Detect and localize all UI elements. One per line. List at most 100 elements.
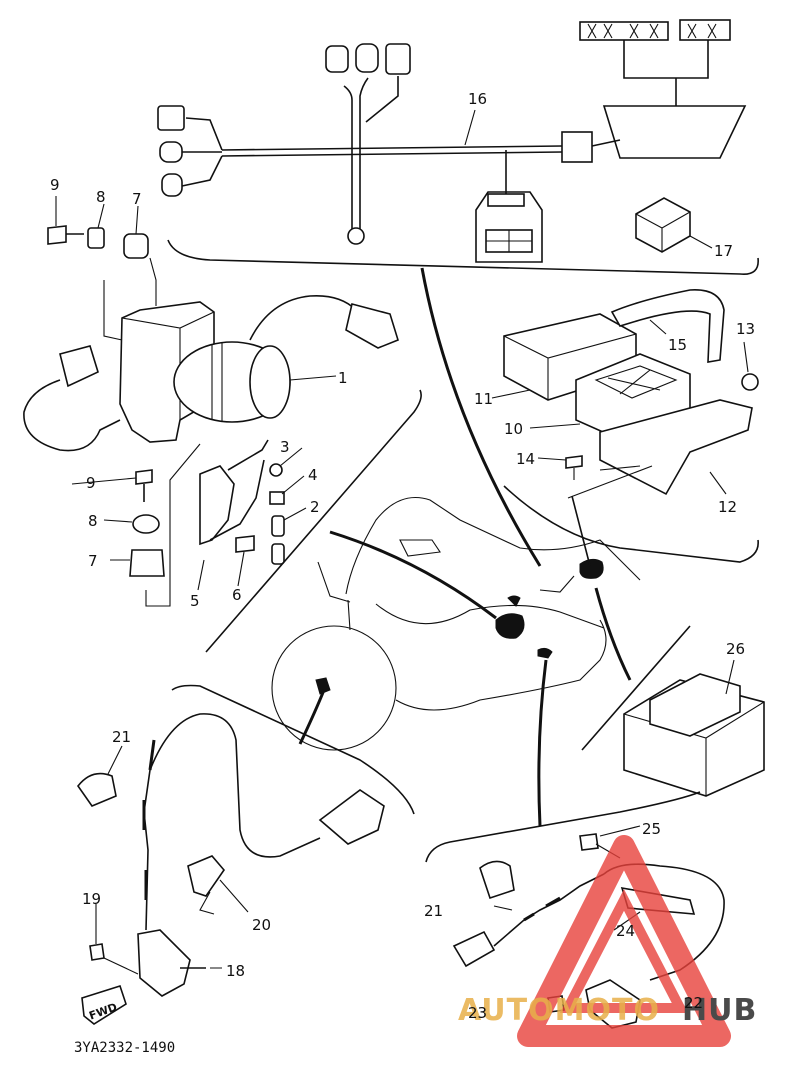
bolt-part-6	[235, 535, 255, 553]
connector-left-2	[159, 141, 183, 163]
sensor-location-front	[315, 677, 331, 695]
arrow-to-hydraulic	[329, 530, 497, 620]
front-wheel	[271, 625, 397, 751]
control-unit-location	[579, 558, 604, 579]
holder-part-20	[187, 855, 226, 897]
callout-22: 22	[684, 994, 703, 1012]
watermark-logo	[517, 835, 731, 1047]
callout-3: 3	[280, 438, 290, 456]
top-connector-b	[679, 19, 731, 41]
callout-26: 26	[726, 640, 745, 658]
callout-24: 24	[616, 922, 635, 940]
callout-13: 13	[736, 320, 755, 338]
rear-sensor-connector	[452, 930, 496, 968]
washer-part-4	[269, 491, 285, 505]
clamp-part-21-rear	[479, 860, 515, 900]
rear-section-border	[425, 791, 701, 863]
front-sensor-part-18	[137, 929, 191, 997]
hydraulic-unit-group	[23, 196, 422, 653]
relay-part-17	[635, 197, 691, 253]
bracket-part-12	[599, 399, 753, 496]
callout-10: 10	[504, 420, 523, 438]
callout-17: 17	[714, 242, 733, 260]
collar-part-8-lower	[132, 514, 160, 534]
front-section-border	[171, 684, 415, 815]
harness-panel-border	[167, 239, 759, 275]
unit-connector-right	[345, 303, 399, 349]
harness-sleeve	[602, 105, 747, 159]
callout-9-lower: 9	[86, 474, 96, 492]
connector-top-3	[385, 43, 411, 75]
connector-top-1	[325, 45, 349, 73]
bolt-part-25	[579, 833, 599, 851]
bolt-part-9-top	[47, 225, 67, 245]
callout-25: 25	[642, 820, 661, 838]
left-section-border	[205, 389, 422, 653]
callout-11: 11	[474, 390, 493, 408]
arrow-from-relay	[594, 587, 632, 681]
spacer-part-2-a	[271, 515, 285, 537]
spacer-part-2-b	[271, 543, 285, 565]
grommet-part-7-top	[123, 233, 149, 259]
harness-junction	[561, 131, 593, 163]
bracket-part-5	[199, 465, 235, 546]
arrow-to-front-sensor	[298, 689, 326, 745]
callout-2: 2	[310, 498, 320, 516]
callout-18: 18	[226, 962, 245, 980]
drawing-code: 3YA2332-1490	[74, 1040, 175, 1056]
callout-5: 5	[190, 592, 200, 610]
watermark-right-text: HUB	[682, 993, 757, 1028]
callout-1: 1	[338, 369, 348, 387]
callout-6: 6	[232, 586, 242, 604]
bolt-part-19	[89, 943, 105, 961]
callout-8-lower: 8	[88, 512, 98, 530]
callout-16: 16	[468, 90, 487, 108]
fwd-arrow	[81, 985, 127, 1025]
arrow-to-rear-sensor	[537, 659, 548, 827]
motorcycle-outline	[271, 267, 641, 827]
connector-left-3	[161, 173, 183, 197]
grommet-part-7-lower	[129, 549, 165, 577]
callout-20: 20	[252, 916, 271, 934]
callout-19: 19	[82, 890, 101, 908]
hydraulic-unit-location	[495, 613, 525, 639]
callout-15: 15	[668, 336, 687, 354]
screw-part-14	[565, 455, 583, 469]
band-part-15	[610, 289, 725, 363]
ecu-group	[491, 289, 759, 563]
callout-21-front: 21	[112, 728, 131, 746]
clamp-part-21-front	[77, 772, 117, 807]
callout-8-top: 8	[96, 188, 106, 206]
wire-harness-group	[157, 19, 759, 275]
callout-23: 23	[468, 1004, 487, 1022]
watermark-left-text: AUTOMOTO	[458, 993, 660, 1028]
sensor-location-rear	[537, 647, 553, 659]
arrow-to-ecu	[420, 267, 542, 567]
callout-7-top: 7	[132, 190, 142, 208]
connector-top-2	[355, 43, 379, 73]
connector-bottom	[347, 227, 365, 245]
rear-sensor-group	[425, 791, 725, 1029]
relay-group	[581, 625, 765, 797]
ecu-section-border	[503, 485, 759, 563]
front-sensor-group	[77, 684, 415, 1025]
connector-box	[475, 191, 543, 263]
callout-9-top: 9	[50, 176, 60, 194]
unit-connector-left	[59, 345, 99, 388]
front-sensor-connector	[318, 789, 385, 845]
callout-7-lower: 7	[88, 552, 98, 570]
connector-left-1	[157, 105, 185, 131]
callout-21-rear: 21	[424, 902, 443, 920]
watermark-triangle-icon	[517, 835, 731, 1047]
callout-4: 4	[308, 466, 318, 484]
top-connector-a	[579, 21, 669, 41]
callout-14: 14	[516, 450, 535, 468]
nut-part-3	[269, 463, 283, 477]
callout-12: 12	[718, 498, 737, 516]
relay-section-border	[581, 625, 691, 751]
bolt-part-13	[741, 373, 759, 391]
collar-part-8-top	[87, 227, 105, 249]
bolt-part-9-lower	[135, 469, 153, 485]
